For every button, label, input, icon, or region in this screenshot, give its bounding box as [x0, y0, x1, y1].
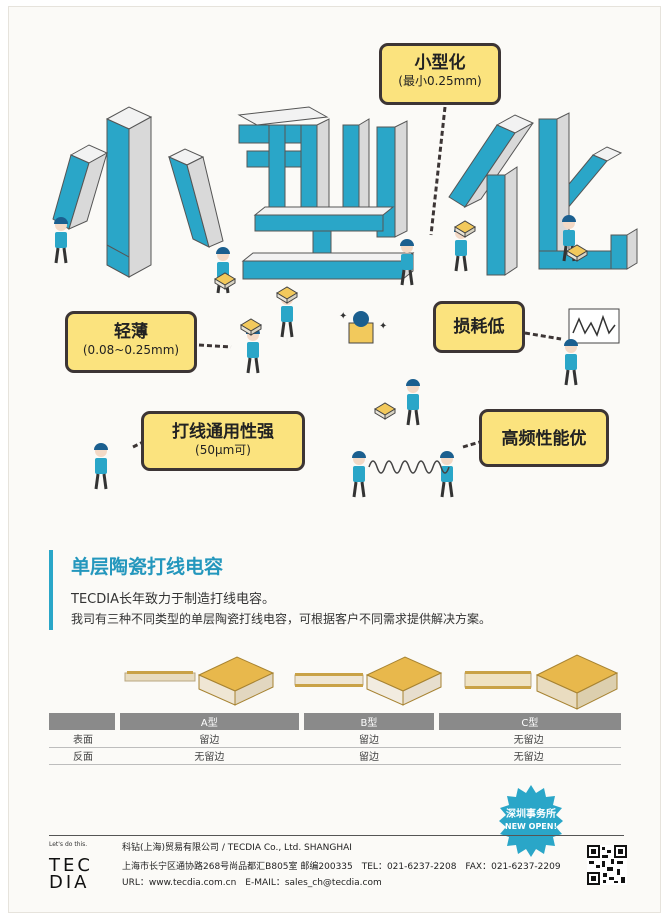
callout-subtitle: (最小0.25mm) [398, 74, 482, 88]
table-cell: 无留边 [436, 747, 621, 765]
table-header-cell: A型 [114, 713, 302, 730]
worker-figure [52, 215, 70, 265]
worker-figure [562, 337, 580, 387]
logo-tagline: Let's do this. [49, 841, 88, 848]
company-address: 上海市长宁区通协路268号尚品都汇B805室 邮编200335 TEL：021-… [122, 862, 561, 872]
callout-title: 小型化 [414, 53, 466, 73]
new-office-badge: 深圳事务所 NEW OPEN! [495, 785, 567, 857]
callout-subtitle: (50μm可) [195, 443, 251, 457]
callout-subtitle: (0.08~0.25mm) [82, 343, 180, 357]
footer-divider [49, 835, 624, 836]
graph-board-icon [568, 308, 620, 344]
table-header-cell: C型 [433, 713, 621, 730]
type-b-capacitor-image [294, 656, 443, 706]
table-header-cell [49, 713, 117, 730]
chip-box-icon: ✦ ✦ [339, 311, 387, 344]
callout-title: 损耗低 [453, 317, 505, 337]
callout-thin: 轻薄 (0.08~0.25mm) [65, 311, 197, 373]
section-title: 单层陶瓷打线电容 [71, 556, 224, 578]
char-xiao-blocks [52, 106, 224, 278]
type-c-capacitor-image [464, 654, 619, 710]
company-contact: URL：www.tecdia.com.cn E-MAIL：sales_ch@te… [122, 878, 382, 888]
callout-title: 打线通用性强 [172, 422, 274, 442]
char-hua-blocks [448, 112, 638, 276]
row-label: 表面 [49, 730, 117, 748]
accent-bar [49, 550, 53, 630]
table-cell: 无留边 [117, 747, 302, 765]
logo-text-top: TEC [49, 855, 93, 876]
badge-line-1: 深圳事务所 [506, 809, 556, 820]
chip-icon [276, 286, 298, 304]
worker-figure [438, 449, 456, 499]
table-row: 表面 留边 留边 无留边 [49, 730, 621, 748]
table-header-cell: B型 [299, 713, 437, 730]
callout-low-loss: 损耗低 [433, 301, 525, 353]
badge-starburst [499, 785, 563, 857]
worker-figure [350, 449, 368, 499]
table-cell: 留边 [117, 730, 302, 748]
table-cell: 留边 [301, 747, 437, 765]
qr-code-icon [587, 845, 627, 885]
intro-line-2: 我司有三种不同类型的单层陶瓷打线电容，可根据客户不同需求提供解决方案。 [71, 612, 492, 626]
chip-icon [374, 402, 396, 420]
worker-figure [398, 237, 416, 287]
hero-illustration: ✦ ✦ 小型化 (最小0.25mm) 轻薄 (0.08~0 [9, 7, 660, 527]
callout-title: 高频性能优 [501, 429, 587, 449]
table-header-row: A型 B型 C型 [49, 713, 621, 730]
callout-high-frequency: 高频性能优 [479, 409, 609, 467]
worker-figure [404, 377, 422, 427]
badge-line-2: NEW OPEN! [504, 822, 558, 831]
capacitor-types-illustration [9, 647, 660, 717]
table-cell: 无留边 [436, 730, 621, 748]
table-row: 反面 无留边 留边 无留边 [49, 747, 621, 765]
type-a-capacitor-image [124, 656, 275, 706]
poster-page: ✦ ✦ 小型化 (最小0.25mm) 轻薄 (0.08~0 [8, 6, 661, 913]
spring-icon [368, 460, 450, 474]
worker-figure [92, 441, 110, 491]
logo-text-bottom: DIA [49, 872, 90, 893]
char-xing-blocks [237, 106, 415, 281]
callout-bonding: 打线通用性强 (50μm可) [141, 411, 305, 471]
miniaturization-3d-title: ✦ ✦ [52, 106, 638, 499]
row-label: 反面 [49, 747, 117, 765]
table-cell: 留边 [301, 730, 437, 748]
company-name: 科钻(上海)贸易有限公司 / TECDIA Co., Ltd. SHANGHAI [122, 843, 352, 853]
svg-text:✦: ✦ [339, 311, 347, 322]
intro-line-1: TECDIA长年致力于制造打线电容。 [71, 592, 275, 607]
svg-text:✦: ✦ [379, 321, 387, 332]
spec-table: A型 B型 C型 表面 留边 留边 无留边 反面 无留边 留边 无留边 [49, 713, 621, 765]
tecdia-logo: Let's do this. TEC DIA [49, 841, 111, 893]
callout-title: 轻薄 [114, 322, 148, 342]
callout-miniaturization: 小型化 (最小0.25mm) [379, 43, 501, 105]
